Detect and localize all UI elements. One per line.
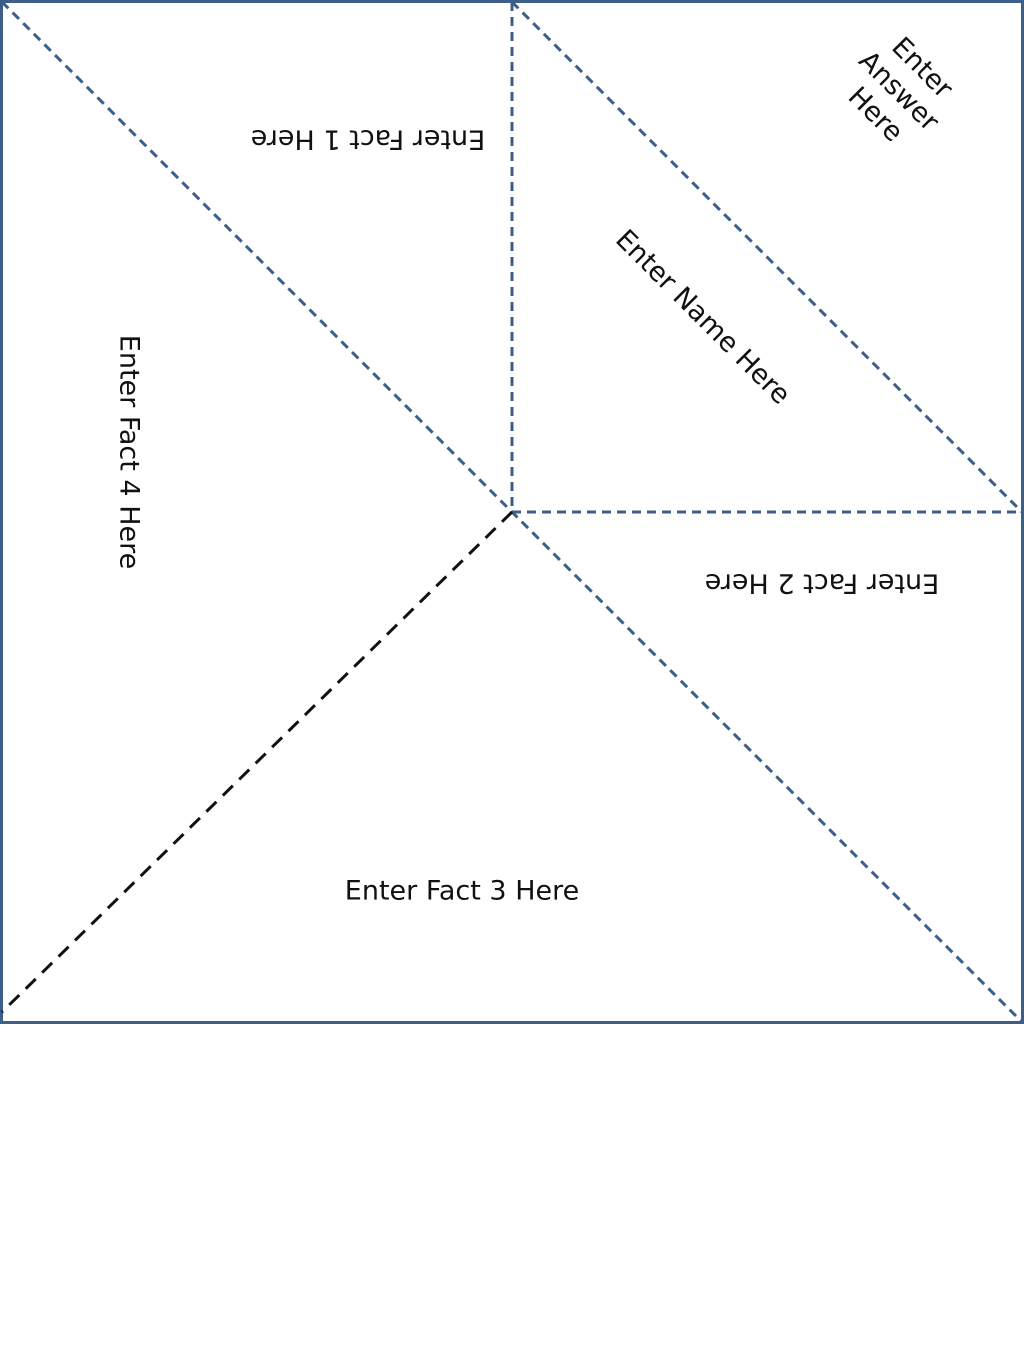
fold-line-corner-diagonal xyxy=(510,0,1024,514)
fact-3-label: Enter Fact 3 Here xyxy=(345,876,579,907)
fact-2-label: Enter Fact 2 Here xyxy=(705,568,939,599)
fact-1-label: Enter Fact 1 Here xyxy=(251,124,485,155)
answer-label: Enter Answer Here xyxy=(842,31,959,148)
name-label: Enter Name Here xyxy=(609,224,796,411)
fact-4-label: Enter Fact 4 Here xyxy=(114,335,145,569)
outer-square xyxy=(0,0,1024,1024)
fold-line-anti-diagonal xyxy=(0,510,514,1014)
